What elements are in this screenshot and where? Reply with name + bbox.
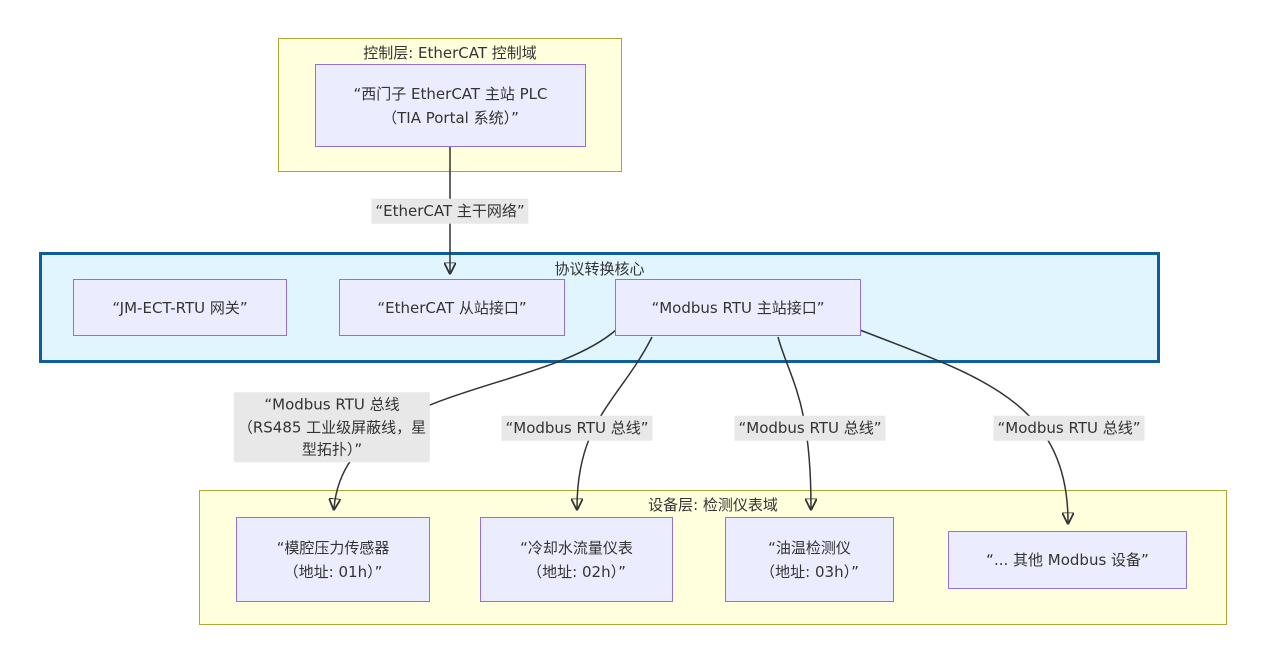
- node-ethercat-slave-interface-label: “EtherCAT 从站接口”: [377, 298, 527, 317]
- node-siemens-plc-line-1: “西门子 EtherCAT 主站 PLC: [353, 84, 548, 103]
- node-jm-ect-rtu-gateway-label: “JM-ECT-RTU 网关”: [112, 298, 248, 317]
- node-cavity-pressure-sensor-line-1: “模腔压力传感器: [276, 538, 390, 557]
- node-siemens-plc: “西门子 EtherCAT 主站 PLC （TIA Portal 系统）”: [315, 64, 586, 147]
- edge-label-modbus-bus-4: “Modbus RTU 总线”: [993, 415, 1145, 441]
- node-cavity-pressure-sensor-line-2: （地址: 01h）”: [283, 562, 383, 581]
- edge-label-modbus-bus-3: “Modbus RTU 总线”: [734, 415, 886, 441]
- node-oil-temp-detector: “油温检测仪 （地址: 03h）”: [725, 517, 894, 602]
- node-other-modbus-devices-label: “... 其他 Modbus 设备”: [986, 551, 1149, 569]
- edge-label-modbus-bus-1: “Modbus RTU 总线 （RS485 工业级屏蔽线，星 型拓扑）”: [233, 392, 431, 462]
- cluster-protocol-conversion-core-title: 协议转换核心: [554, 260, 645, 278]
- node-ethercat-slave-interface: “EtherCAT 从站接口”: [339, 279, 565, 336]
- node-cavity-pressure-sensor: “模腔压力传感器 （地址: 01h）”: [236, 517, 430, 602]
- node-jm-ect-rtu-gateway: “JM-ECT-RTU 网关”: [73, 279, 287, 336]
- cluster-device-layer-title: 设备层: 检测仪表域: [648, 496, 778, 514]
- node-cooling-water-flow-meter: “冷却水流量仪表 （地址: 02h）”: [480, 517, 673, 602]
- edge-label-modbus-bus-2: “Modbus RTU 总线”: [501, 415, 653, 441]
- edge-label-ethercat-backbone: “EtherCAT 主干网络”: [371, 198, 529, 224]
- node-other-modbus-devices: “... 其他 Modbus 设备”: [948, 531, 1187, 589]
- node-modbus-rtu-master-interface-label: “Modbus RTU 主站接口”: [651, 298, 825, 317]
- node-cooling-water-flow-meter-line-1: “冷却水流量仪表: [520, 538, 633, 557]
- node-siemens-plc-line-2: （TIA Portal 系统）”: [382, 108, 519, 127]
- node-oil-temp-detector-line-1: “油温检测仪: [768, 538, 851, 557]
- node-oil-temp-detector-line-2: （地址: 03h）”: [760, 562, 859, 581]
- node-modbus-rtu-master-interface: “Modbus RTU 主站接口”: [615, 279, 861, 336]
- cluster-control-layer-title: 控制层: EtherCAT 控制域: [363, 44, 537, 62]
- node-cooling-water-flow-meter-line-2: （地址: 02h）”: [527, 562, 626, 581]
